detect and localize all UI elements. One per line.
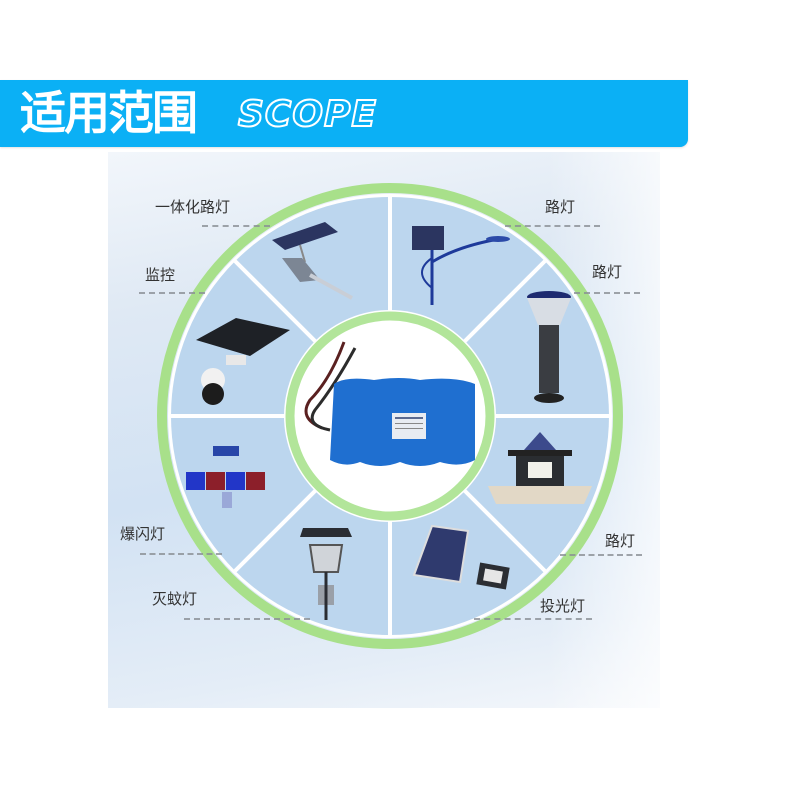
surveillance-camera-icon [196,318,290,405]
battery-pack-icon [304,341,475,466]
label-floodlight: 投光灯 [540,597,586,615]
label-strobe-light: 爆闪灯 [120,525,166,543]
label-street-light-1: 路灯 [545,198,576,216]
leader-line [140,553,222,555]
inner-ring [285,311,495,521]
leader-line [202,225,270,227]
bollard-light-icon [527,291,571,403]
label-street-light-2: 路灯 [592,263,623,281]
section-banner: 适用范围 SCOPE [0,80,688,147]
solar-street-light-icon [412,226,510,305]
leader-line [505,225,600,227]
leader-line [560,554,642,556]
outer-ring [157,183,623,649]
leader-line [139,292,205,294]
label-monitoring: 监控 [145,266,176,284]
solar-floodlight-icon [412,524,510,590]
banner-title-cn: 适用范围 [20,86,198,140]
label-integrated-street-light: 一体化路灯 [155,198,231,216]
leader-line [574,292,640,294]
pillar-lamp-icon [488,432,592,504]
banner-title-en: SCOPE [237,94,377,135]
mosquito-killer-icon [300,528,352,620]
label-street-light-3: 路灯 [605,532,636,550]
integrated-street-light-icon [272,222,353,300]
strobe-light-icon [186,446,265,508]
label-mosquito-killer-light: 灭蚊灯 [152,590,198,608]
leader-line [474,618,592,620]
leader-line [184,618,310,620]
